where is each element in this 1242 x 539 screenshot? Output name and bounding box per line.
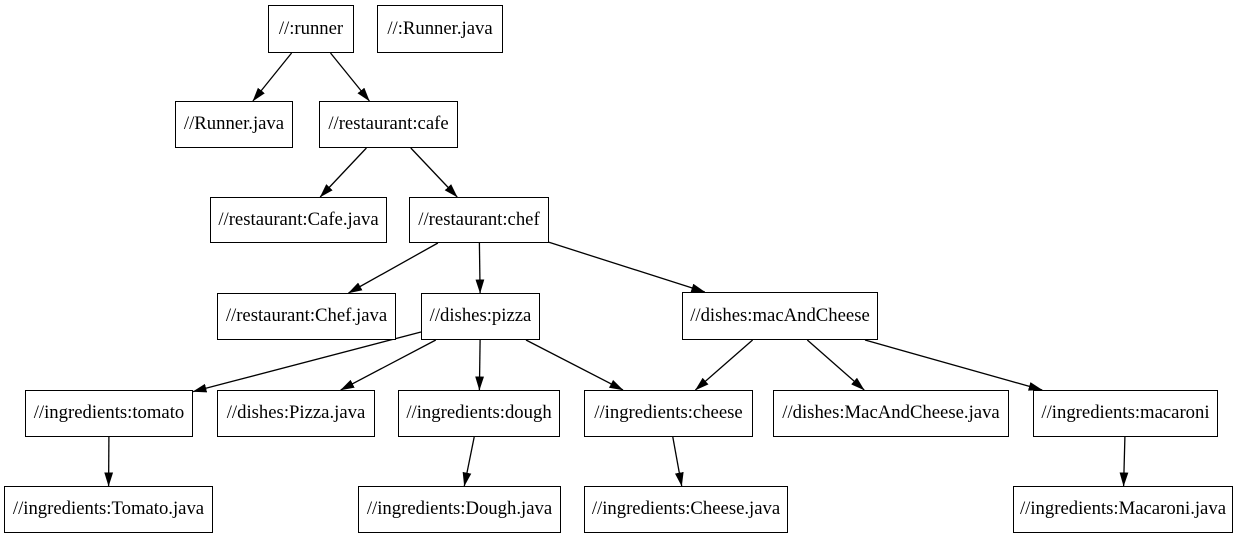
edge-chef-to-mac-and-cheese <box>548 241 706 293</box>
edge-cafe-to-cafe-java <box>319 147 367 198</box>
edge-pizza-to-tomato <box>192 331 422 393</box>
graph-node-pizza-java: //dishes:Pizza.java <box>217 390 375 437</box>
graph-node-mac-and-cheese-java: //dishes:MacAndCheese.java <box>773 390 1009 437</box>
graph-node-dough: //ingredients:dough <box>398 390 560 437</box>
edge-pizza-to-cheese <box>525 339 624 391</box>
graph-node-cheese-java: //ingredients:Cheese.java <box>584 486 788 533</box>
graph-node-cheese: //ingredients:cheese <box>584 390 753 437</box>
edge-dough-to-dough-java <box>462 436 475 487</box>
graph-node-runner-java-file: //Runner.java <box>175 101 293 148</box>
graph-node-dough-java: //ingredients:Dough.java <box>358 486 561 533</box>
graph-node-runner-java-target: //:Runner.java <box>377 5 503 53</box>
graph-node-cafe: //restaurant:cafe <box>319 101 458 148</box>
graph-node-tomato: //ingredients:tomato <box>25 390 193 437</box>
edge-mac-and-cheese-to-mac-and-cheese-java <box>806 339 865 391</box>
graph-node-cafe-java: //restaurant:Cafe.java <box>210 197 387 243</box>
edge-pizza-to-dough <box>475 339 484 391</box>
edge-cheese-to-cheese-java <box>672 436 684 487</box>
edge-chef-to-chef-java <box>348 242 439 294</box>
edge-chef-to-pizza <box>475 242 485 294</box>
graph-node-macaroni: //ingredients:macaroni <box>1033 390 1218 437</box>
graph-node-chef: //restaurant:chef <box>409 197 549 243</box>
graph-node-pizza: //dishes:pizza <box>421 293 540 340</box>
edge-cafe-to-chef <box>410 147 458 198</box>
edge-macaroni-to-macaroni-java <box>1119 436 1129 487</box>
graph-node-chef-java: //restaurant:Chef.java <box>217 293 396 340</box>
edge-mac-and-cheese-to-macaroni <box>864 339 1043 391</box>
graph-node-runner: //:runner <box>268 5 354 53</box>
graph-node-macaroni-java: //ingredients:Macaroni.java <box>1013 486 1233 533</box>
graph-node-mac-and-cheese: //dishes:macAndCheese <box>682 292 878 340</box>
graph-node-tomato-java: //ingredients:Tomato.java <box>4 486 213 533</box>
edge-mac-and-cheese-to-cheese <box>694 339 754 391</box>
edge-runner-to-cafe <box>329 52 370 102</box>
edge-lines <box>104 52 1129 487</box>
edge-pizza-to-pizza-java <box>340 339 437 391</box>
edge-runner-to-runner-java-file <box>252 52 293 102</box>
